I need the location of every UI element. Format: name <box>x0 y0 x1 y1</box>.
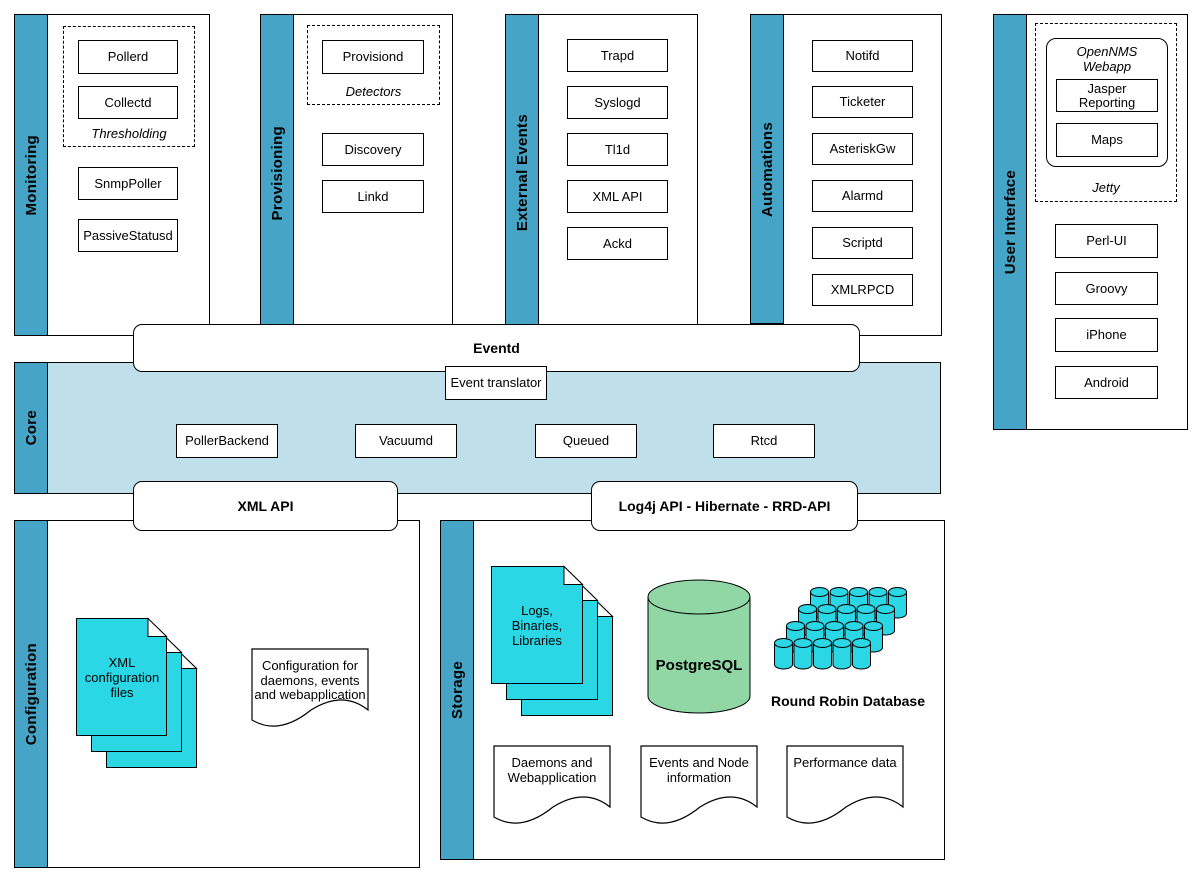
performance-document-label: Performance data <box>793 755 897 770</box>
thresholding-label: Thresholding <box>91 126 167 141</box>
logs-stack-label: Logs, Binaries, Libraries <box>511 602 563 648</box>
provisioning-sidebar: Provisioning <box>260 14 294 332</box>
box-provisiond: Provisiond <box>322 40 424 74</box>
events-document-shape <box>640 745 758 824</box>
xml-config-files-stack <box>76 617 198 768</box>
daemons-document-shape <box>493 745 611 824</box>
box-ackd: Ackd <box>567 227 668 260</box>
external-events-title: External Events <box>513 114 531 232</box>
logs-stack <box>491 565 614 716</box>
events-document-label: Events and Node information <box>649 755 749 785</box>
postgresql-label: PostgreSQL <box>655 657 743 674</box>
automations-title: Automations <box>758 121 776 217</box>
box-android: Android <box>1055 366 1158 399</box>
config-document-label: Configuration for daemons, events and we… <box>254 658 366 702</box>
postgresql-cylinder <box>647 579 751 714</box>
box-pollerd: Pollerd <box>78 40 178 74</box>
config-document-shape <box>251 648 369 727</box>
box-scriptd: Scriptd <box>812 227 913 259</box>
core-title: Core <box>22 410 40 446</box>
box-maps: Maps <box>1056 123 1158 157</box>
box-groovy: Groovy <box>1055 272 1158 305</box>
rrd-cylinders <box>774 587 907 670</box>
box-trapd: Trapd <box>567 39 668 72</box>
detectors-label: Detectors <box>345 84 402 99</box>
box-alarmd: Alarmd <box>812 180 913 212</box>
user-interface-title: User Interface <box>1001 169 1019 275</box>
box-vacuumd: Vacuumd <box>355 424 457 458</box>
xml-api-bar: XML API <box>133 481 398 531</box>
box-notifd: Notifd <box>812 40 913 72</box>
eventd-bar: Eventd <box>133 324 860 372</box>
automations-sidebar: Automations <box>750 14 784 324</box>
jetty-label: Jetty <box>1092 180 1120 195</box>
box-asteriskgw: AsteriskGw <box>812 133 913 165</box>
thresholding-group <box>63 26 195 147</box>
external-events-sidebar: External Events <box>505 14 539 332</box>
box-event-translator: Event translator <box>445 366 547 400</box>
box-tl1d: Tl1d <box>567 133 668 166</box>
rrd-label: Round Robin Database <box>770 693 925 709</box>
monitoring-title: Monitoring <box>22 134 40 216</box>
box-rtcd: Rtcd <box>713 424 815 458</box>
opennms-webapp-label: OpenNMS Webapp <box>1076 44 1138 74</box>
configuration-title: Configuration <box>22 642 40 746</box>
box-snmppoller: SnmpPoller <box>78 167 178 200</box>
box-xmlrpcd: XMLRPCD <box>812 274 913 306</box>
box-perl-ui: Perl-UI <box>1055 224 1158 258</box>
box-linkd: Linkd <box>322 180 424 213</box>
box-passivestatusd: PassiveStatusd <box>78 219 178 252</box>
daemons-document-label: Daemons and Webapplication <box>507 755 597 785</box>
xml-config-files-label: XML configuration files <box>84 654 160 700</box>
box-queued: Queued <box>535 424 637 458</box>
detectors-group <box>307 25 440 105</box>
box-syslogd: Syslogd <box>567 86 668 119</box>
storage-title: Storage <box>448 661 466 719</box>
box-collectd: Collectd <box>78 86 178 119</box>
box-ticketer: Ticketer <box>812 86 913 118</box>
configuration-sidebar: Configuration <box>14 520 48 868</box>
performance-document-shape <box>786 745 904 824</box>
log4j-hibernate-rrd-api-bar: Log4j API - Hibernate - RRD-API <box>591 481 858 531</box>
monitoring-sidebar: Monitoring <box>14 14 48 336</box>
jetty-group <box>1035 23 1177 202</box>
provisioning-title: Provisioning <box>268 125 286 221</box>
box-jasper-reporting: Jasper Reporting <box>1056 79 1158 112</box>
storage-sidebar: Storage <box>440 520 474 860</box>
core-sidebar: Core <box>14 362 48 494</box>
box-xml-api: XML API <box>567 180 668 213</box>
box-iphone: iPhone <box>1055 318 1158 352</box>
box-discovery: Discovery <box>322 133 424 166</box>
user-interface-sidebar: User Interface <box>993 14 1027 430</box>
box-pollerbackend: PollerBackend <box>176 424 278 458</box>
